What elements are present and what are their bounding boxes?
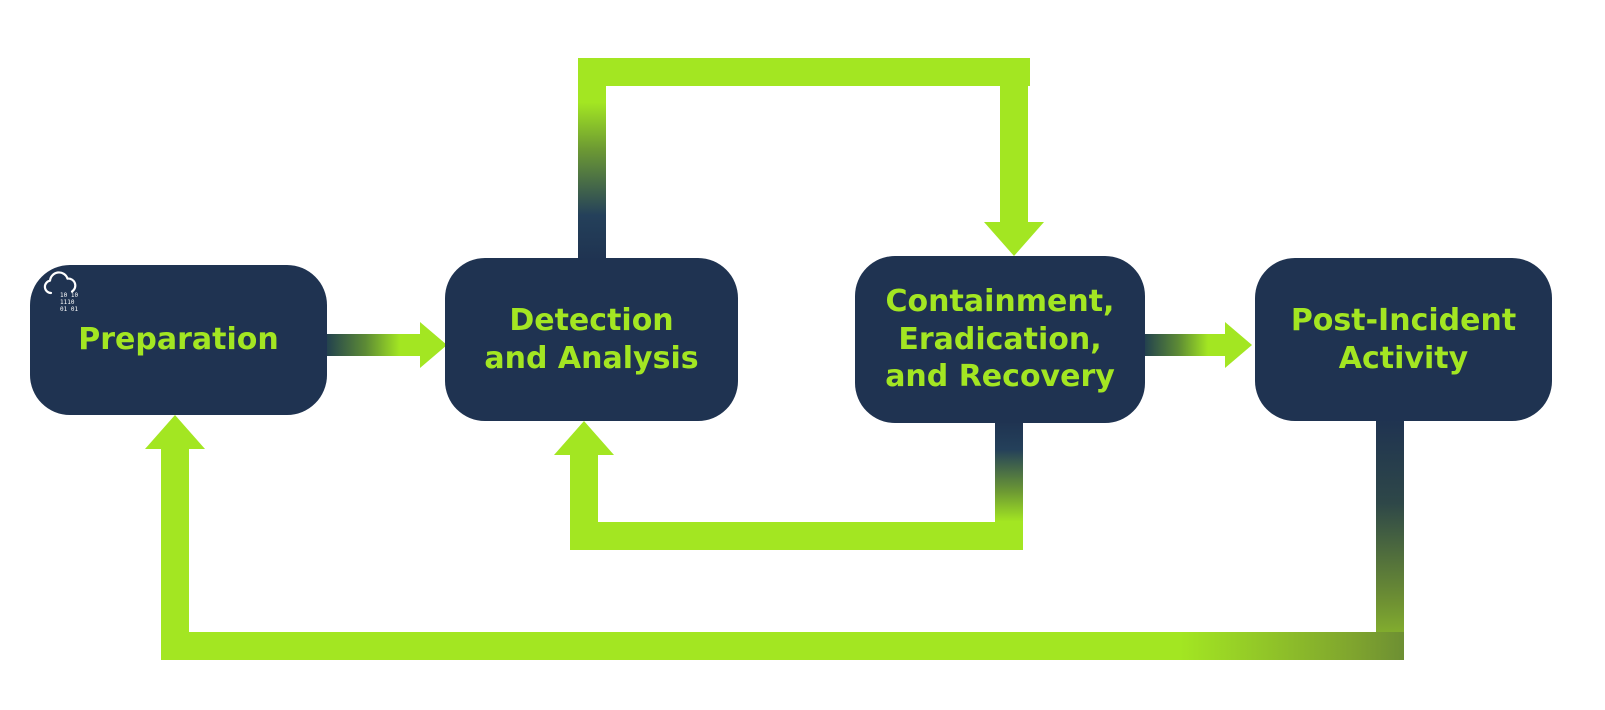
svg-text:1110: 1110 [60, 299, 75, 306]
loop-top-right-vertical [1000, 58, 1028, 224]
arrow-containment-to-postincident-shaft [1145, 334, 1229, 356]
svg-text:01 01: 01 01 [60, 306, 78, 313]
stage-detection-and-analysis: Detection and Analysis [445, 258, 738, 421]
stage-containment-eradication-recovery-label: Containment, Eradication, and Recovery [885, 284, 1115, 395]
loop-top-horizontal [578, 58, 1030, 86]
stage-preparation: Preparation [30, 265, 327, 415]
arrow-preparation-to-detection-shaft [327, 334, 424, 356]
cloud-binary-icon: 10 10 1110 01 01 [40, 271, 88, 321]
loop-top-left-vertical [578, 58, 606, 260]
loop-bottom-right-vertical [1376, 419, 1404, 660]
loop-bottom-horizontal [161, 632, 1404, 660]
loop-mid-horizontal [570, 522, 1023, 550]
loop-bottom-left-vertical [161, 449, 189, 660]
loop-top-arrowhead-into-containment [984, 222, 1044, 256]
loop-mid-arrowhead-into-detection [554, 421, 614, 455]
arrow-preparation-to-detection-head [420, 322, 447, 368]
loop-mid-left-vertical [570, 455, 598, 550]
stage-preparation-label: Preparation [78, 322, 279, 358]
loop-bottom-arrowhead-into-preparation [145, 415, 205, 449]
svg-text:10 10: 10 10 [60, 292, 78, 299]
stage-post-incident-activity: Post-Incident Activity [1255, 258, 1552, 421]
stage-detection-and-analysis-label: Detection and Analysis [484, 303, 699, 376]
stage-containment-eradication-recovery: Containment, Eradication, and Recovery [855, 256, 1145, 423]
arrow-containment-to-postincident-head [1225, 322, 1252, 368]
stage-post-incident-activity-label: Post-Incident Activity [1290, 303, 1517, 376]
